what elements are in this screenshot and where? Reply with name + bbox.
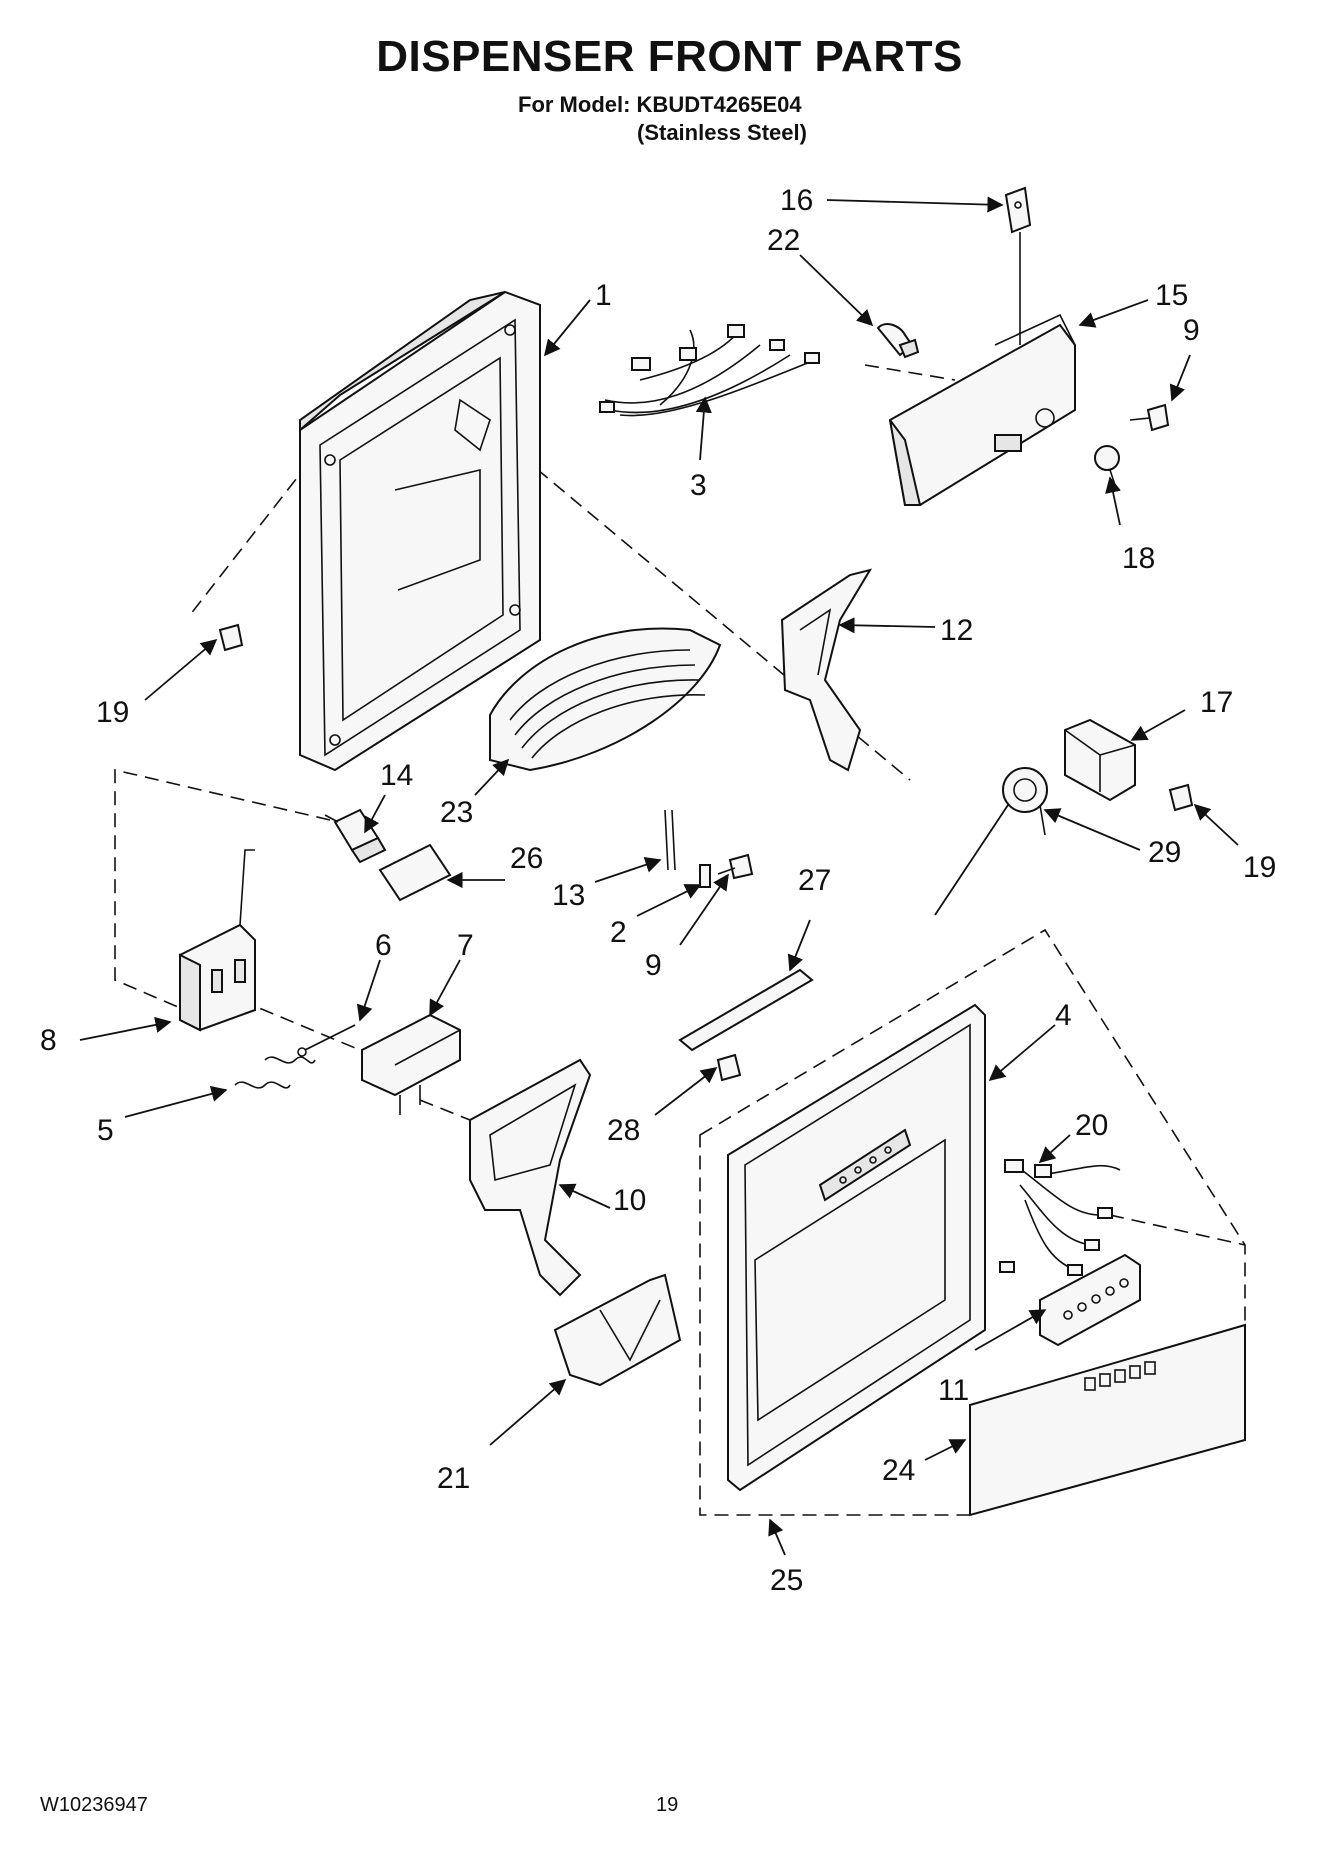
part-1-housing-frame [299, 290, 541, 772]
part-9-screw-top [1129, 403, 1170, 432]
part-8-control-board [179, 849, 256, 1032]
part-12-lever [780, 568, 873, 772]
model-line: For Model: KBUDT4265E04 [518, 92, 802, 117]
part-24-overlay [969, 1323, 1246, 1517]
part-23-grille [489, 627, 722, 772]
assembly-dashed-lines [114, 364, 1246, 1516]
part-4-front-panel [727, 1003, 986, 1492]
part-15-bracket [888, 313, 1076, 506]
callout-4: 4 [1055, 999, 1072, 1032]
callout-27: 27 [798, 864, 831, 897]
callout-14: 14 [380, 759, 413, 792]
callout-20: 20 [1075, 1109, 1108, 1142]
part-5-spring [234, 1056, 316, 1089]
callout-labels: 1 2 3 4 5 6 7 8 9 9 10 11 12 13 14 15 16… [40, 184, 1276, 1597]
part-9-screw-mid [717, 853, 754, 880]
callout-22: 22 [767, 224, 800, 257]
part-29-sensor [934, 767, 1048, 916]
part-17-bracket [1064, 718, 1136, 802]
part-6-pin [297, 1024, 356, 1057]
callout-7: 7 [457, 929, 474, 962]
callout-9-mid: 9 [645, 949, 662, 982]
callout-9-top: 9 [1183, 314, 1200, 347]
callout-26: 26 [510, 842, 543, 875]
callout-1: 1 [595, 279, 612, 312]
part-20-harness [999, 1159, 1121, 1276]
callout-13: 13 [552, 879, 585, 912]
part-2-clip [699, 864, 711, 888]
callout-17: 17 [1200, 686, 1233, 719]
part-27-light-strip [678, 968, 814, 1052]
callout-10: 10 [613, 1184, 646, 1217]
callout-19-left: 19 [96, 696, 129, 729]
document-number: W10236947 [40, 1794, 148, 1816]
part-26-cover [378, 843, 452, 902]
callout-29: 29 [1148, 836, 1181, 869]
part-19-screw-right [1168, 783, 1194, 812]
page-number: 19 [656, 1794, 679, 1816]
part-14-solenoid [324, 808, 387, 864]
leader-lines [79, 196, 1239, 1556]
callout-18: 18 [1122, 542, 1155, 575]
part-21-funnel [553, 1273, 682, 1387]
page-title: DISPENSER FRONT PARTS [376, 32, 963, 81]
part-7-block [361, 1013, 461, 1115]
callout-21: 21 [437, 1462, 470, 1495]
part-3-wire-harness [599, 324, 820, 417]
callout-25: 25 [770, 1564, 803, 1597]
finish-line: (Stainless Steel) [637, 120, 807, 145]
callout-15: 15 [1155, 279, 1188, 312]
callout-8: 8 [40, 1024, 57, 1057]
callout-24: 24 [882, 1454, 915, 1487]
callout-28: 28 [607, 1114, 640, 1147]
callout-5: 5 [97, 1114, 114, 1147]
part-22-bulb [876, 323, 920, 359]
callout-6: 6 [375, 929, 392, 962]
part-16-switch [1004, 186, 1032, 345]
callout-11: 11 [938, 1374, 969, 1407]
part-18-socket [1094, 445, 1120, 486]
part-10-paddle [469, 1058, 592, 1297]
callout-23: 23 [440, 796, 473, 829]
part-11-control-board [1039, 1253, 1141, 1347]
callout-3: 3 [690, 469, 707, 502]
callout-2: 2 [610, 916, 627, 949]
callout-12: 12 [940, 614, 973, 647]
part-28-screw [716, 1053, 742, 1082]
part-19-screw-left [218, 623, 244, 652]
callout-16: 16 [780, 184, 813, 217]
part-13-spring [664, 809, 676, 871]
callout-19-right: 19 [1243, 851, 1276, 884]
